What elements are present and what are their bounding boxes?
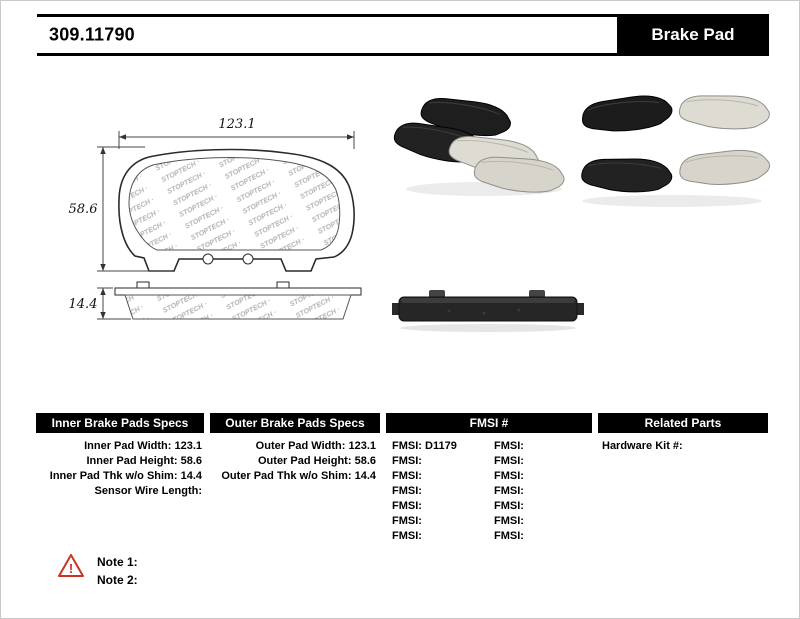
spec-row: Hardware Kit #: <box>602 439 767 454</box>
fmsi-label: FMSI: <box>494 500 524 512</box>
inner-specs-column: Inner Pad Width: 123.1 Inner Pad Height:… <box>36 439 202 499</box>
spec-row: Outer Pad Width: 123.1 <box>210 439 376 454</box>
fmsi-label: FMSI: <box>494 440 524 452</box>
warning-triangle-icon: ! <box>58 554 84 577</box>
dim-thickness-label: 14.4 <box>69 297 98 312</box>
side-friction-material <box>124 294 352 320</box>
product-type-label: Brake Pad <box>651 25 735 44</box>
brake-pad-dark <box>581 158 673 193</box>
spec-value: 14.4 <box>354 470 376 482</box>
dim-height <box>97 146 172 272</box>
fmsi-row: FMSI: FMSI: <box>390 499 590 514</box>
spec-label: Sensor Wire Length: <box>94 485 202 497</box>
brake-pad-light <box>678 95 770 130</box>
brake-pad-light <box>679 149 771 185</box>
fmsi-value: D1179 <box>425 440 457 452</box>
photo-pad-edge <box>392 290 584 332</box>
spec-label: Outer Pad Height: <box>258 455 352 467</box>
spec-value: 58.6 <box>180 455 202 467</box>
notes-section: ! Note 1: Note 2: <box>57 551 297 601</box>
photo-pads-angled <box>393 97 565 196</box>
fmsi-row: FMSI: FMSI: <box>390 529 590 544</box>
spec-value: 123.1 <box>348 440 376 452</box>
fmsi-row: FMSI: FMSI: <box>390 484 590 499</box>
fmsi-label: FMSI: <box>392 470 422 482</box>
product-type-badge: Brake Pad <box>617 17 769 53</box>
spec-value: 14.4 <box>180 470 202 482</box>
spec-row: Outer Pad Height: 58.6 <box>210 454 376 469</box>
spec-label: Hardware Kit #: <box>602 440 683 452</box>
fmsi-label: FMSI: <box>392 485 422 497</box>
note-1: Note 1: <box>97 555 138 569</box>
spec-label: Inner Pad Height: <box>86 455 178 467</box>
spec-label: Outer Pad Width: <box>255 440 346 452</box>
header: 309.11790 Brake Pad <box>37 14 769 56</box>
fmsi-label: FMSI: <box>494 455 524 467</box>
fmsi-label: FMSI: <box>392 500 422 512</box>
warning-glyph: ! <box>69 561 73 576</box>
fmsi-row: FMSI: FMSI: <box>390 514 590 529</box>
side-backing-plate <box>114 287 362 296</box>
brake-pad-light <box>473 156 565 193</box>
spec-label: Inner Pad Width: <box>84 440 172 452</box>
spec-value: 58.6 <box>354 455 376 467</box>
dim-width <box>118 131 355 149</box>
dim-width-label: 123.1 <box>218 117 255 132</box>
part-number: 309.11790 <box>49 24 135 45</box>
spec-label: Outer Pad Thk w/o Shim: <box>221 470 352 482</box>
related-parts-header: Related Parts <box>598 413 768 433</box>
technical-drawing: STOPTECH · 123.1 58.6 <box>69 117 362 320</box>
inner-specs-header: Inner Brake Pads Specs <box>36 413 204 433</box>
fmsi-label: FMSI: <box>392 455 422 467</box>
fmsi-row: FMSI: FMSI: <box>390 469 590 484</box>
fmsi-label: FMSI: <box>494 515 524 527</box>
fmsi-column: FMSI: D1179 FMSI: FMSI: FMSI: FMSI: FMSI… <box>390 439 590 544</box>
pad-bottom-notch <box>202 253 214 265</box>
outer-specs-header: Outer Brake Pads Specs <box>210 413 380 433</box>
fmsi-label: FMSI: <box>392 530 422 542</box>
spec-value: 123.1 <box>174 440 202 452</box>
spec-row: Inner Pad Width: 123.1 <box>36 439 202 454</box>
dim-height-label: 58.6 <box>69 202 98 217</box>
spec-label: Inner Pad Thk w/o Shim: <box>49 470 178 482</box>
spec-row: Sensor Wire Length: <box>36 484 202 499</box>
fmsi-label: FMSI: <box>494 485 524 497</box>
spec-row: Inner Pad Height: 58.6 <box>36 454 202 469</box>
fmsi-label: FMSI: <box>494 470 524 482</box>
fmsi-row: FMSI: FMSI: <box>390 454 590 469</box>
fmsi-label: FMSI: <box>392 440 422 452</box>
pad-side-view <box>114 281 362 320</box>
fmsi-label: FMSI: <box>494 530 524 542</box>
pad-friction-material <box>128 157 341 251</box>
fmsi-header: FMSI # <box>386 413 592 433</box>
spec-row: Outer Pad Thk w/o Shim: 14.4 <box>210 469 376 484</box>
fmsi-label: FMSI: <box>392 515 422 527</box>
pad-front-view <box>118 148 355 272</box>
brake-pad-dark <box>582 95 673 132</box>
fmsi-row: FMSI: D1179 FMSI: <box>390 439 590 454</box>
brake-pad-dark <box>420 97 511 137</box>
photo-pads-pairs <box>581 95 771 207</box>
dim-thickness <box>97 287 131 320</box>
related-parts-column: Hardware Kit #: <box>602 439 767 454</box>
note-2: Note 2: <box>97 573 138 587</box>
pad-bottom-notch <box>242 253 254 265</box>
spec-row: Inner Pad Thk w/o Shim: 14.4 <box>36 469 202 484</box>
outer-specs-column: Outer Pad Width: 123.1 Outer Pad Height:… <box>210 439 376 484</box>
